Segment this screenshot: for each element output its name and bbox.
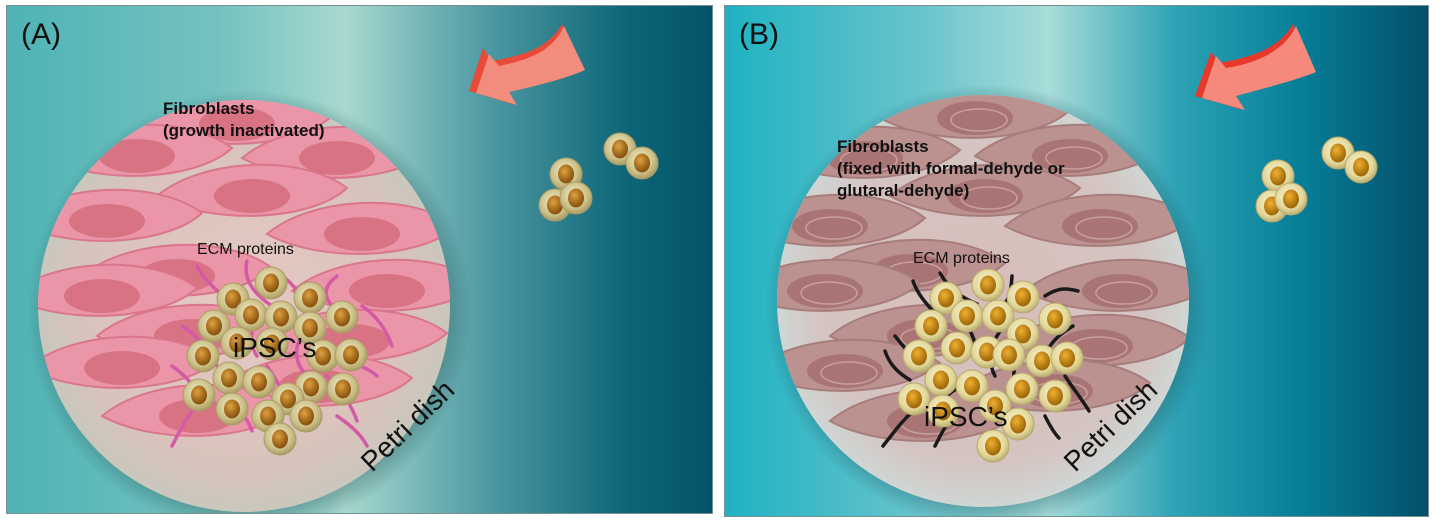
fibroblast-label: Fibroblasts (growth inactivated): [163, 98, 325, 142]
floating-ipsc-cells: [1255, 136, 1378, 223]
curved-arrow-icon: [1195, 24, 1316, 110]
fibroblast-subtitle-line1: (fixed with formal-dehyde or: [837, 159, 1065, 178]
fibroblast-title: Fibroblasts: [163, 99, 255, 118]
panel-b-label: (B): [739, 18, 779, 51]
fibroblast-subtitle: (growth inactivated): [163, 121, 325, 140]
fibroblast-title: Fibroblasts: [837, 137, 929, 156]
floating-ipsc-cells: [538, 132, 659, 222]
ipsc-label: iPSC’s: [233, 332, 317, 363]
panel-a: (A) Fibroblasts (growth inactivated) ECM…: [6, 5, 713, 514]
panel-b: (B) Fibroblasts (fixed with formal-dehyd…: [724, 5, 1429, 517]
fibroblast-subtitle-line2: glutaral-dehyde): [837, 181, 970, 200]
ecm-proteins-label: ECM proteins: [913, 250, 1010, 267]
panel-a-illustration: [27, 24, 659, 513]
panel-b-illustration: [765, 24, 1378, 516]
ecm-proteins-label: ECM proteins: [197, 241, 294, 258]
fibroblast-label: Fibroblasts (fixed with formal-dehyde or…: [837, 136, 1065, 202]
panel-a-label: (A): [21, 18, 61, 51]
curved-arrow-icon: [469, 24, 585, 105]
ipsc-label: iPSC’s: [924, 401, 1008, 432]
